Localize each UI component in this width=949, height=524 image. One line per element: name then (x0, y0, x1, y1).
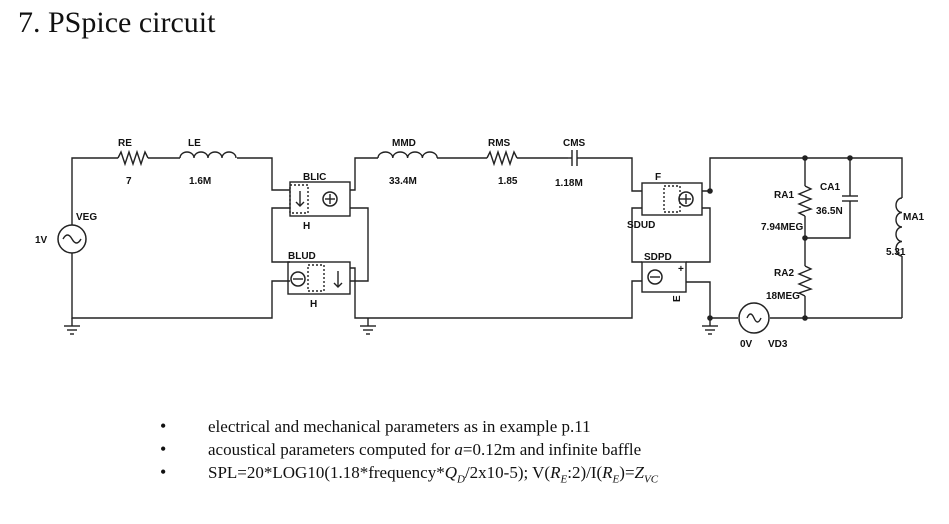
svg-text:MMD: MMD (392, 138, 416, 149)
svg-text:LE: LE (188, 138, 201, 149)
svg-text:RE: RE (118, 138, 132, 149)
controlled-source-bLUD[interactable]: BLUD H (287, 251, 351, 310)
inductor-mmd[interactable]: MMD 33.4M (377, 138, 438, 187)
svg-text:H: H (303, 221, 310, 232)
electrical-loop-wires (71, 157, 290, 319)
svg-text:VEG: VEG (76, 212, 97, 223)
svg-text:7.94MEG: 7.94MEG (761, 222, 803, 233)
svg-text:MA1: MA1 (903, 212, 925, 223)
resistor-rms[interactable]: RMS 1.85 (486, 138, 518, 187)
resistor-ra2[interactable]: RA2 18MEG (766, 265, 813, 302)
capacitor-cms[interactable]: CMS 1.18M (555, 138, 586, 189)
voltage-source-veg[interactable]: 1V VEG (35, 212, 97, 254)
list-item: • electrical and mechanical parameters a… (160, 416, 591, 436)
list-item: • SPL=20*LOG10(1.18*frequency*QD/2x10-5)… (160, 462, 659, 486)
svg-text:18MEG: 18MEG (766, 291, 800, 302)
svg-text:SDPD: SDPD (644, 252, 672, 263)
notes-list: • electrical and mechanical parameters a… (160, 416, 920, 486)
page-title: 7. PSpice circuit (18, 6, 216, 39)
svg-text:H: H (310, 299, 317, 310)
svg-text:VD3: VD3 (768, 339, 788, 350)
svg-text:F: F (655, 172, 661, 183)
voltage-source-vd3[interactable]: 0V VD3 (738, 302, 788, 350)
ground-icon (64, 318, 80, 335)
ground-icon (360, 318, 376, 335)
svg-text:RA2: RA2 (774, 268, 794, 279)
svg-text:BLIC: BLIC (303, 172, 326, 183)
svg-text:RA1: RA1 (774, 190, 794, 201)
svg-text:+: + (678, 264, 684, 275)
svg-text:1.6M: 1.6M (189, 176, 211, 187)
svg-text:CA1: CA1 (820, 182, 840, 193)
controlled-source-sdud[interactable]: F SDUD (627, 172, 703, 231)
svg-text:1V: 1V (35, 235, 48, 246)
svg-text:RMS: RMS (488, 138, 511, 149)
svg-text:SDUD: SDUD (627, 220, 655, 231)
ground-icon (702, 318, 718, 335)
svg-text:33.4M: 33.4M (389, 176, 417, 187)
controlled-source-blic[interactable]: BLIC H (289, 172, 351, 232)
capacitor-ca1[interactable]: CA1 36.5N (816, 182, 858, 217)
svg-text:1.85: 1.85 (498, 176, 518, 187)
svg-text:5.31: 5.31 (886, 247, 906, 258)
inductor-ma1[interactable]: MA1 5.31 (886, 197, 925, 258)
bullet-icon: • (160, 416, 167, 436)
svg-text:7: 7 (126, 176, 132, 187)
svg-text:CMS: CMS (563, 138, 586, 149)
inductor-le[interactable]: LE 1.6M (179, 138, 237, 187)
svg-text:0V: 0V (740, 339, 753, 350)
bullet-icon: • (160, 462, 167, 482)
junction-dots (707, 155, 853, 321)
bullet-icon: • (160, 439, 167, 459)
list-item: • acoustical parameters computed for a=0… (160, 439, 642, 459)
svg-text:36.5N: 36.5N (816, 206, 843, 217)
svg-text:E: E (672, 295, 683, 302)
svg-text:BLUD: BLUD (288, 251, 316, 262)
svg-text:1.18M: 1.18M (555, 178, 583, 189)
resistor-ra1[interactable]: RA1 7.94MEG (761, 185, 813, 233)
resistor-re[interactable]: RE 7 (117, 138, 149, 187)
mechanical-loop-wires (350, 157, 642, 319)
controlled-source-sdpd[interactable]: + SDPD E (641, 252, 687, 302)
